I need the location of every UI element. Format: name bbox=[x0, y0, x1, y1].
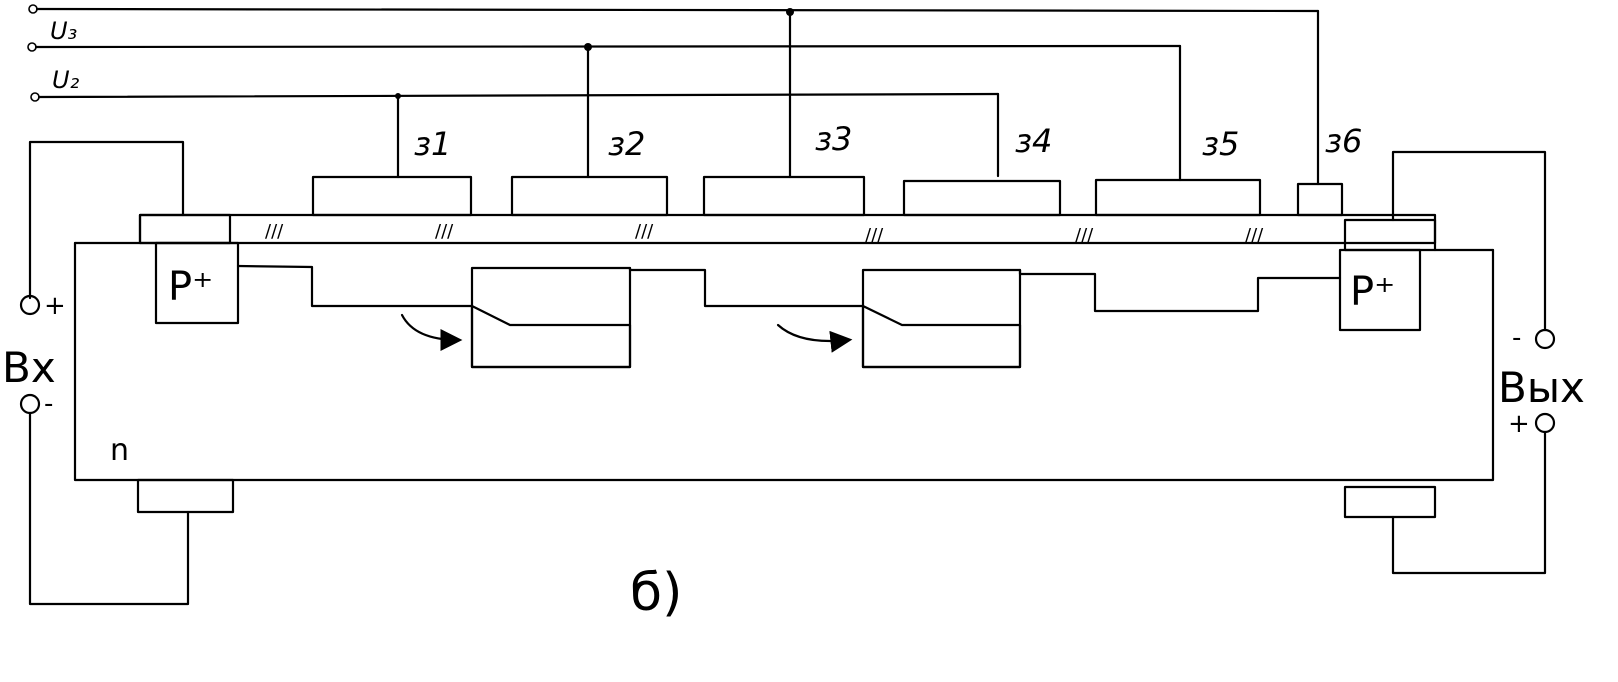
substrate-n-label: n bbox=[110, 433, 129, 468]
p-regions: P⁺ P⁺ bbox=[154, 241, 1422, 332]
gate-z6[interactable] bbox=[1296, 182, 1344, 217]
output-wire-top bbox=[1391, 150, 1547, 332]
oxide-mark-6: /// bbox=[1245, 225, 1264, 246]
well-profile-line bbox=[236, 264, 1342, 313]
gate-z3-label: з3 bbox=[815, 120, 852, 158]
gate-z5-label: з5 bbox=[1202, 125, 1239, 163]
oxide-layer: /// /// /// /// /// /// bbox=[138, 213, 1437, 246]
bus-u2-line bbox=[37, 92, 1000, 99]
input-label: Bx bbox=[2, 343, 56, 392]
gate-z4-label: з4 bbox=[1015, 122, 1052, 160]
oxide-strip bbox=[138, 213, 1437, 245]
bus-u2-terminal[interactable] bbox=[30, 92, 40, 102]
transfer-arrow-1 bbox=[400, 313, 463, 351]
input-minus-terminal[interactable] bbox=[19, 393, 41, 415]
charge-packet-2 bbox=[861, 304, 1022, 369]
output-minus-sign: - bbox=[1512, 323, 1521, 353]
contact-output-top[interactable] bbox=[1343, 218, 1437, 252]
substrate: n bbox=[73, 241, 1495, 482]
contact-input-top[interactable] bbox=[138, 213, 232, 245]
contact-input-bottom[interactable] bbox=[136, 478, 235, 514]
gate-electrodes: з1 з2 з3 з4 з5 з6 bbox=[311, 120, 1362, 217]
bus-u3-line bbox=[34, 44, 1182, 49]
charge-packet-1 bbox=[470, 304, 632, 369]
output-wire-bottom bbox=[1391, 430, 1547, 575]
bus-u1-terminal[interactable] bbox=[28, 4, 38, 14]
p-plus-left bbox=[154, 241, 240, 325]
bus-u2-label: U₂ bbox=[52, 66, 80, 94]
metal-contacts bbox=[136, 213, 1437, 519]
output-plus-terminal[interactable] bbox=[1534, 412, 1556, 434]
oxide-mark-1: /// bbox=[265, 221, 284, 242]
gate-z3[interactable] bbox=[702, 175, 866, 217]
bus-u1-line bbox=[35, 7, 1320, 13]
gate-z6-label: з6 bbox=[1325, 122, 1362, 160]
input-plus-sign: + bbox=[44, 291, 66, 321]
p-plus-left-label: P⁺ bbox=[168, 264, 213, 310]
input-plus-terminal[interactable] bbox=[19, 294, 41, 316]
figure-caption: б) bbox=[630, 563, 682, 623]
gate-z4[interactable] bbox=[902, 179, 1062, 217]
p-plus-right-label: P⁺ bbox=[1350, 269, 1395, 315]
bus-u3-terminal[interactable] bbox=[27, 42, 37, 52]
output-label: Bыx bbox=[1498, 363, 1585, 412]
input-circuit: + Bx - bbox=[2, 140, 190, 606]
transfer-arrow-2 bbox=[776, 323, 853, 353]
clock-buses: U₃ U₂ bbox=[27, 4, 1320, 186]
output-minus-terminal[interactable] bbox=[1534, 328, 1556, 350]
gate-z5[interactable] bbox=[1094, 178, 1262, 217]
input-wire-top bbox=[28, 140, 185, 300]
oxide-mark-4: /// bbox=[865, 225, 884, 246]
output-circuit: - Bыx + bbox=[1391, 150, 1585, 575]
input-wire-bottom bbox=[28, 411, 190, 606]
gate-z1-label: з1 bbox=[414, 125, 451, 163]
oxide-mark-3: /// bbox=[635, 221, 654, 242]
gate-z2[interactable] bbox=[510, 175, 669, 217]
oxide-mark-2: /// bbox=[435, 221, 454, 242]
p-plus-right bbox=[1338, 248, 1422, 332]
input-minus-sign: - bbox=[44, 389, 53, 419]
bus-u3-label: U₃ bbox=[50, 17, 77, 45]
oxide-mark-5: /// bbox=[1075, 225, 1094, 246]
gate-z1[interactable] bbox=[311, 175, 473, 217]
substrate-body bbox=[73, 241, 1495, 482]
potential-profile bbox=[236, 264, 1342, 369]
contact-output-bottom[interactable] bbox=[1343, 485, 1437, 519]
output-plus-sign: + bbox=[1508, 409, 1530, 439]
gate-z2-label: з2 bbox=[608, 125, 645, 163]
